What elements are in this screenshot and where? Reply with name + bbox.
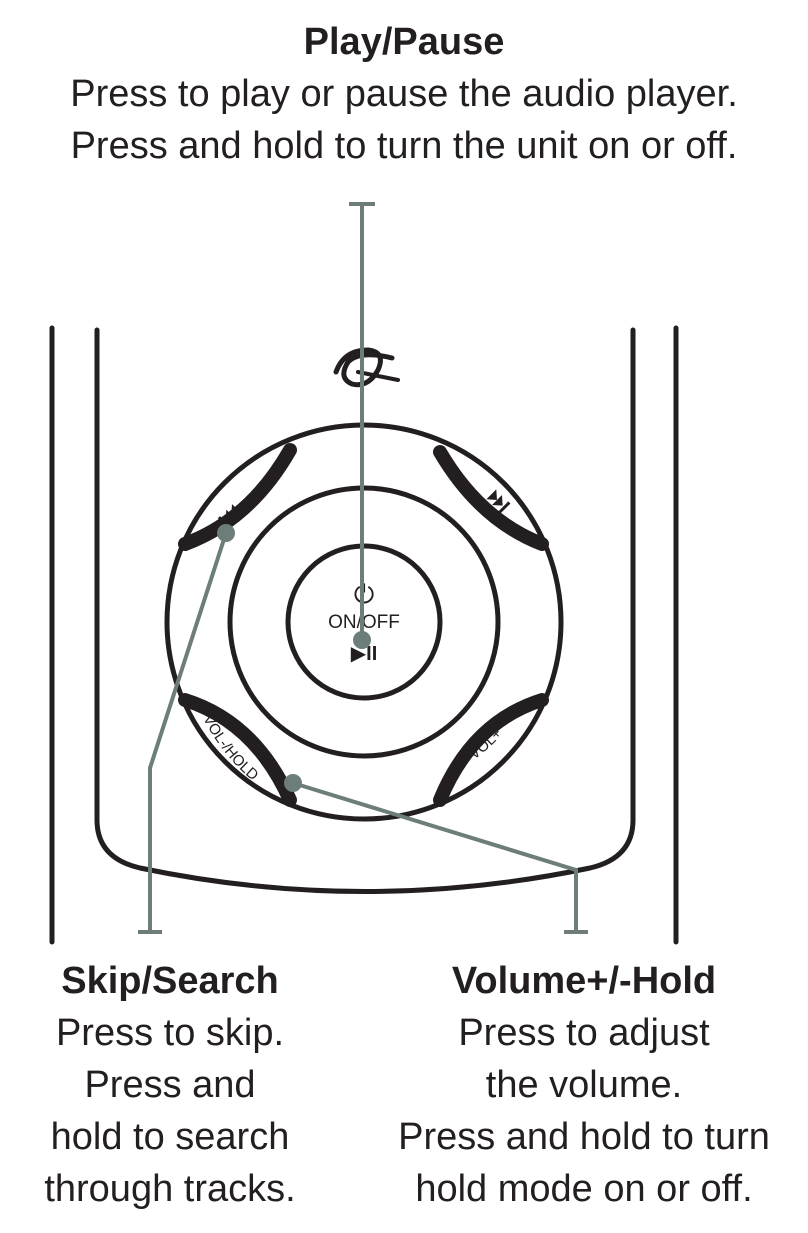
volume-hold-line-1: Press to adjust xyxy=(458,1012,710,1054)
play-pause-callout: Play/Pause Press to play or pause the au… xyxy=(0,16,808,172)
volume-hold-line-3: Press and hold to turn xyxy=(398,1116,770,1158)
skip-search-callout: Skip/Search Press to skip. Press and hol… xyxy=(5,955,335,1215)
volume-hold-leader xyxy=(284,774,588,934)
play-pause-line-2: Press and hold to turn the unit on or of… xyxy=(70,125,738,167)
vol-minus-segment[interactable] xyxy=(178,693,297,807)
skip-back-segment[interactable] xyxy=(178,443,297,551)
vol-plus-segment[interactable] xyxy=(433,693,549,807)
volume-hold-line-2: the volume. xyxy=(485,1064,683,1106)
play-pause-leader xyxy=(349,202,375,649)
volume-hold-line-4: hold mode on or off. xyxy=(415,1168,753,1210)
brand-logo xyxy=(333,347,400,388)
play-pause-line-1: Press to play or pause the audio player. xyxy=(70,73,738,115)
body-inner-outline xyxy=(94,327,636,894)
volume-hold-callout: Volume+/-Hold Press to adjust the volume… xyxy=(374,955,794,1215)
skip-search-line-4: through tracks. xyxy=(44,1168,296,1210)
play-pause-heading: Play/Pause xyxy=(303,21,505,63)
play-pause-icon: ▶II xyxy=(351,643,378,665)
skip-search-line-1: Press to skip. xyxy=(55,1012,285,1054)
skip-search-leader xyxy=(138,524,235,934)
volume-hold-heading: Volume+/-Hold xyxy=(451,960,717,1002)
skip-forward-segment[interactable] xyxy=(433,445,549,551)
skip-search-line-2: Press and xyxy=(84,1064,256,1106)
device-body xyxy=(49,325,679,945)
skip-search-line-3: hold to search xyxy=(50,1116,290,1158)
skip-search-heading: Skip/Search xyxy=(61,960,279,1002)
leader-lines xyxy=(138,202,588,934)
skip-forward-icon xyxy=(486,489,511,514)
